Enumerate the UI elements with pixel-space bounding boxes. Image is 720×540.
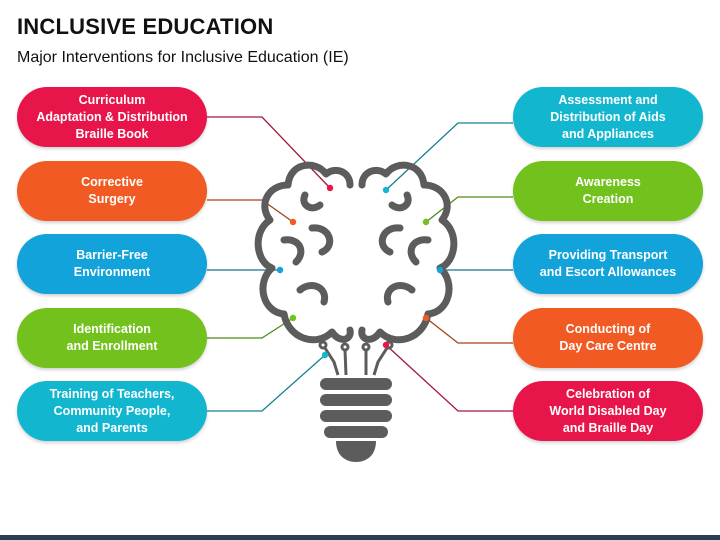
dot-left-4 [289, 314, 297, 322]
bulb-base-icon [320, 378, 392, 462]
bottom-bar [0, 535, 720, 540]
pill-training-teachers: Training of Teachers, Community People, … [17, 381, 207, 441]
pill-label: Celebration of World Disabled Day and Br… [549, 386, 667, 435]
dot-left-3 [276, 266, 284, 274]
pill-label: Providing Transport and Escort Allowance… [539, 248, 677, 279]
pill-label: Corrective Surgery [81, 175, 143, 206]
dot-left-1 [326, 184, 334, 192]
dot-right-3 [436, 266, 444, 274]
pill-barrier-free-environment: Barrier-Free Environment [17, 234, 207, 294]
dot-right-2 [422, 218, 430, 226]
connector-right-2 [425, 196, 513, 223]
connector-right-4 [425, 317, 513, 344]
connector-left-2 [207, 199, 294, 223]
filament-icon [318, 340, 394, 376]
dot-right-1 [382, 186, 390, 194]
pill-label: Identification and Enrollment [66, 322, 158, 353]
pill-corrective-surgery: Corrective Surgery [17, 161, 207, 221]
pill-label: Awareness Creation [575, 175, 641, 206]
pill-awareness-creation: Awareness Creation [513, 161, 703, 221]
brain-lightbulb-icon [254, 161, 458, 344]
pill-identification-enrollment: Identification and Enrollment [17, 308, 207, 368]
dot-left-5 [321, 351, 329, 359]
dot-left-2 [289, 218, 297, 226]
pill-label: Barrier-Free Environment [73, 248, 151, 279]
pill-label: Curriculum Adaptation & Distribution Bra… [36, 92, 188, 141]
connector-right-1 [385, 122, 513, 191]
pill-curriculum-adaptation: Curriculum Adaptation & Distribution Bra… [17, 87, 207, 147]
dot-right-5 [382, 341, 390, 349]
pill-label: Training of Teachers, Community People, … [49, 386, 175, 435]
pill-day-care-centre: Conducting of Day Care Centre [513, 308, 703, 368]
page-subtitle: Major Interventions for Inclusive Educat… [17, 49, 349, 66]
dot-right-4 [422, 314, 430, 322]
pill-world-disabled-day: Celebration of World Disabled Day and Br… [513, 381, 703, 441]
connector-left-1 [207, 116, 331, 189]
pill-transport-allowances: Providing Transport and Escort Allowance… [513, 234, 703, 294]
page-title: INCLUSIVE EDUCATION [17, 14, 274, 39]
connector-left-4 [207, 317, 294, 339]
connector-left-5 [207, 354, 326, 412]
pill-assessment-aids: Assessment and Distribution of Aids and … [513, 87, 703, 147]
connector-right-5 [385, 344, 513, 412]
pill-label: Assessment and Distribution of Aids and … [550, 92, 666, 141]
pill-label: Conducting of Day Care Centre [559, 322, 657, 353]
